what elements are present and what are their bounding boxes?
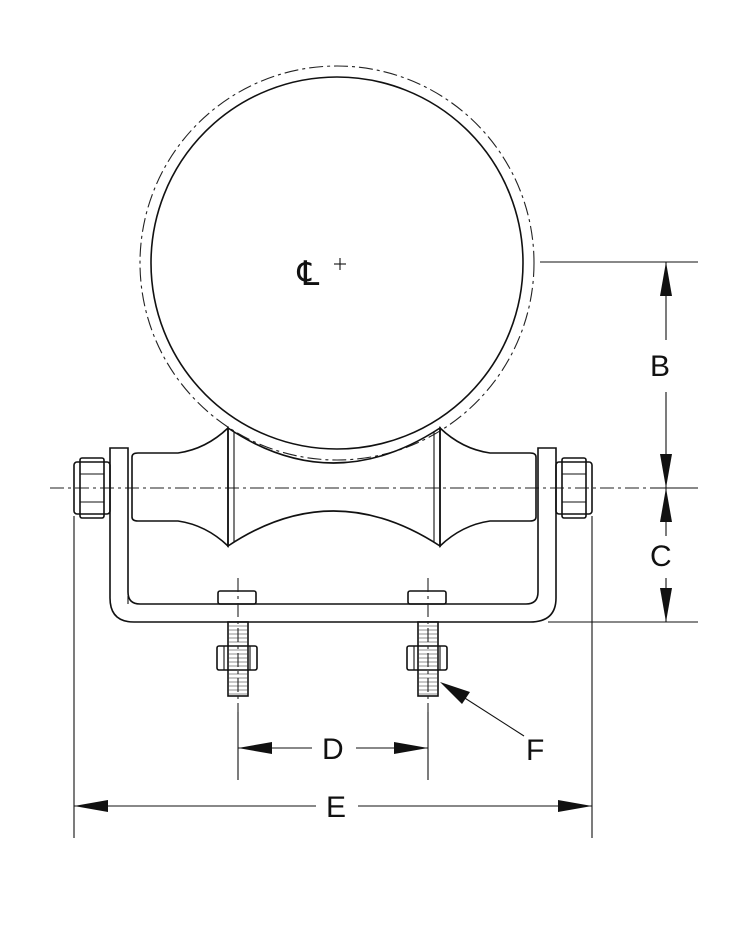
left-roller-cone [131, 426, 229, 548]
dimension-e-label: E [326, 791, 346, 824]
pipe-centerline-symbol: ℄ [293, 254, 346, 294]
u-bracket [109, 447, 557, 623]
right-mounting-stud [406, 578, 448, 712]
dimension-d: D [237, 712, 429, 780]
dimension-c-label: C [650, 540, 672, 573]
dimension-d-label: D [322, 733, 344, 766]
pipe-phantom-circle [139, 65, 535, 461]
left-axle-nut [73, 457, 111, 519]
dimension-b-label: B [650, 350, 670, 383]
dimension-e: E [73, 516, 593, 838]
pipe-outer-circle [150, 76, 524, 450]
right-axle-nut [555, 457, 593, 519]
callout-f: F [440, 682, 544, 767]
center-roller [227, 426, 441, 548]
right-roller-cone [439, 426, 537, 548]
pipe [139, 65, 535, 461]
dimension-b: B [540, 261, 698, 488]
callout-f-label: F [526, 734, 544, 767]
u-bracket-outer [109, 447, 557, 623]
roller-assembly [131, 426, 537, 548]
left-mounting-stud [216, 578, 258, 712]
dimension-c: C [548, 487, 698, 623]
centerline-text: ℄ [293, 254, 323, 294]
